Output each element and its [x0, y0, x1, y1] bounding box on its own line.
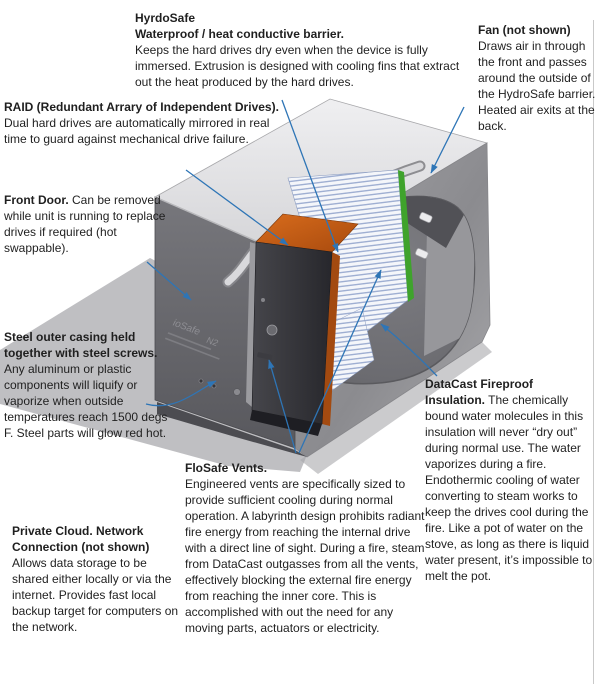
- drive-screw: [266, 324, 278, 336]
- annotation-body: Can be removed while unit is running to …: [4, 193, 166, 255]
- base-shadow: [300, 342, 492, 474]
- screw: [233, 388, 241, 396]
- annotation-body: Dual hard drives are automatically mirro…: [4, 116, 270, 146]
- leader-flosafe-arrow-1: [268, 359, 297, 454]
- base-strip: [157, 402, 307, 457]
- annotation-steel-casing: Steel outer casing held together with st…: [4, 329, 172, 441]
- annotation-title: Front Door.: [4, 193, 69, 207]
- drive-side-orange: [322, 252, 340, 426]
- annotation-subtitle: Waterproof / heat conductive barrier.: [135, 27, 344, 41]
- annotation-title: Steel outer casing held together with st…: [4, 330, 158, 360]
- annotation-body: Draws air in through the front and passe…: [478, 39, 596, 133]
- annotation-title: HyrdoSafe: [135, 11, 196, 25]
- drive-front-face: [251, 241, 333, 425]
- leader-flosafe-arrow-2: [298, 269, 382, 454]
- annotation-title: DataCast Fireproof Insulation.: [425, 377, 534, 407]
- annotation-hydrosafe: HyrdoSafe Waterproof / heat conductive b…: [135, 10, 465, 90]
- annotation-body: Engineered vents are specifically sized …: [185, 477, 425, 635]
- device-model-label: N2: [205, 335, 220, 348]
- annotation-raid: RAID (Redundant Arrary of Independent Dr…: [4, 99, 289, 147]
- leader-fan-arrow: [430, 106, 465, 174]
- drive-foot: [250, 410, 322, 436]
- flosafe-vent-slot: [257, 352, 273, 360]
- annotation-title: RAID (Redundant Arrary of Independent Dr…: [4, 100, 279, 114]
- drive-screw-small: [261, 298, 265, 302]
- annotation-private-cloud: Private Cloud. Network Connection (not s…: [12, 523, 182, 635]
- screw: [211, 383, 217, 389]
- annotation-flosafe-vents: FloSafe Vents. Engineered vents are spec…: [185, 460, 425, 636]
- leader-hydrosafe-arrow: [281, 99, 339, 253]
- annotation-datacast: DataCast Fireproof Insulation. The chemi…: [425, 376, 595, 584]
- annotation-front-door: Front Door. Can be removed while unit is…: [4, 192, 176, 256]
- annotation-body: The chemically bound water molecules in …: [425, 393, 593, 583]
- leader-datacast-arrow: [380, 323, 438, 377]
- leader-raid-arrow: [185, 169, 289, 246]
- hard-drive: [246, 213, 359, 436]
- annotation-body: Allows data storage to be shared either …: [12, 556, 179, 634]
- fan-air-recess: [384, 196, 472, 248]
- page-right-border: [593, 20, 594, 684]
- annotation-fan: Fan (not shown) Draws air in through the…: [478, 22, 600, 134]
- gasket-green-edge: [398, 170, 414, 302]
- annotation-body: Keeps the hard drives dry even when the …: [135, 43, 460, 89]
- standoff-pegs: [415, 212, 433, 259]
- screw: [198, 378, 204, 384]
- leader-front-door-arrow: [146, 261, 192, 301]
- leader-lines: [145, 99, 465, 454]
- leader-steel-casing-arrow: [145, 380, 217, 407]
- annotation-title: FloSafe Vents.: [185, 461, 268, 475]
- annotation-body: Any aluminum or plastic components will …: [4, 362, 168, 440]
- annotation-title: Private Cloud. Network Connection (not s…: [12, 524, 150, 554]
- annotation-title: Fan (not shown): [478, 23, 571, 37]
